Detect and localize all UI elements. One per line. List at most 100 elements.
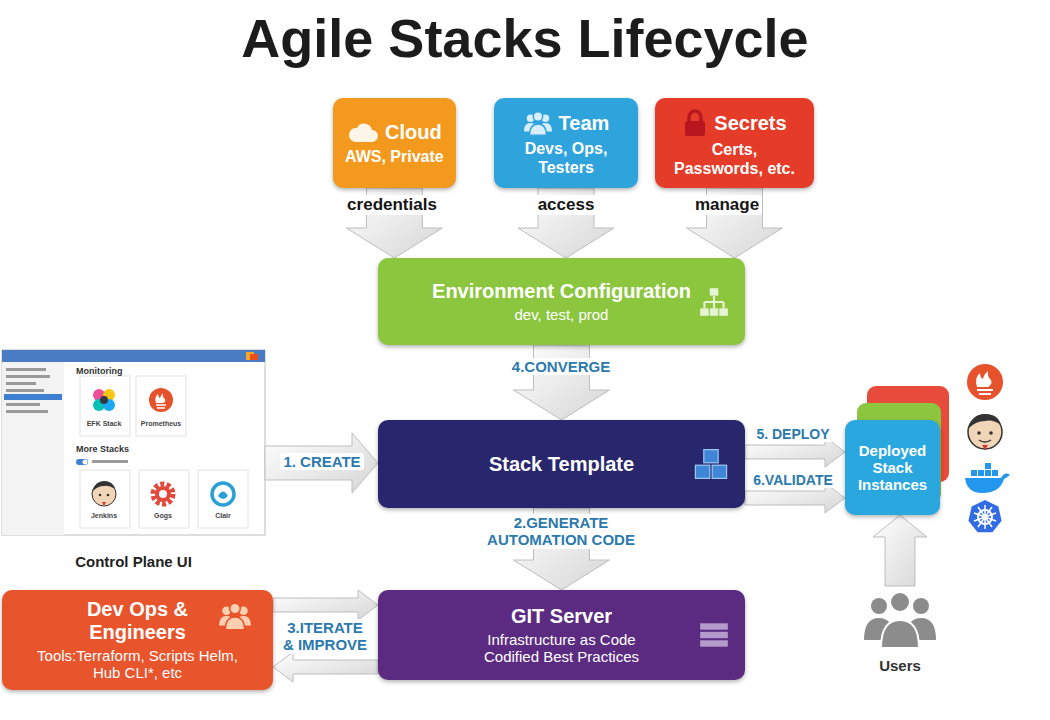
drawing-part	[979, 440, 991, 442]
node-heading: Deployed Stack Instances	[850, 442, 935, 494]
node-heading: Environment Configuration	[432, 280, 691, 303]
drawing-part	[250, 354, 258, 360]
environment-box: Environment Configurationdev, test, prod	[378, 258, 745, 345]
users-actor: Users	[855, 586, 945, 674]
drawing-part	[4, 394, 62, 400]
node-heading: GIT Server	[511, 605, 612, 628]
drawing-part	[136, 376, 186, 436]
drawing-part	[225, 617, 244, 630]
drawing-part	[704, 450, 718, 463]
ui-label: Jenkins	[91, 512, 117, 520]
drawing-part	[700, 623, 728, 629]
drawing-part	[969, 414, 1001, 428]
hierarchy-icon	[697, 285, 731, 319]
drawing-part	[890, 592, 910, 612]
drawing-part	[982, 445, 988, 450]
tool-icons	[965, 364, 1010, 532]
drawing-part	[230, 603, 241, 614]
drawing-part	[212, 483, 234, 505]
drawing-part	[712, 465, 726, 478]
drawing-part	[139, 470, 189, 528]
drawing-part	[159, 490, 167, 498]
block-arrow	[273, 652, 378, 682]
ui-label: EFK Stack	[87, 420, 122, 428]
drawing-part	[689, 111, 701, 122]
drawing-part	[968, 415, 1002, 449]
drawing-part	[881, 620, 919, 648]
server-icon	[697, 618, 731, 652]
drawing-part	[156, 405, 166, 408]
ui-label: Monitoring	[76, 366, 123, 376]
drawing-part	[710, 288, 719, 295]
node-body: Devs, Ops, Testers	[509, 140, 624, 177]
drawing-part	[974, 505, 996, 529]
drawing-part	[529, 124, 546, 135]
heading-row: Cloud	[347, 119, 442, 145]
drawing-part	[977, 431, 981, 435]
secrets-box: SecretsCerts, Passwords, etc.	[655, 98, 814, 188]
node-heading: Dev Ops & Engineers	[75, 598, 200, 644]
cloud-icon	[347, 119, 379, 145]
drawing-part	[913, 598, 929, 614]
team-box: TeamDevs, Ops, Testers	[494, 98, 638, 188]
cubes-icon	[691, 446, 731, 482]
drawing-part	[6, 368, 46, 371]
drawing-part	[153, 484, 173, 504]
block-arrow	[873, 515, 927, 586]
drawing-part	[80, 470, 130, 528]
title: Agile Stacks Lifecycle	[0, 6, 1050, 71]
node-heading: Control Plane UI	[0, 553, 295, 570]
devops-box: Dev Ops & EngineersTools:Terraform, Scri…	[2, 590, 273, 690]
ui-label: Prometheus	[141, 420, 181, 428]
node-body: Tools:Terraform, Scripts Helm, Hub CLI*,…	[33, 647, 243, 682]
drawing-part	[695, 450, 726, 479]
ui-label: More Stacks	[76, 444, 129, 454]
node-body: Infrastructure as Code Codified Best Pra…	[467, 631, 657, 666]
drawing-part	[149, 388, 173, 412]
drawing-part	[155, 486, 171, 502]
step-label: credentials	[344, 195, 440, 215]
cloud-box: CloudAWS, Private	[333, 98, 456, 188]
team-icon	[523, 109, 553, 137]
drawing-part	[700, 623, 728, 646]
drawing-part	[80, 376, 130, 436]
step-label: 2.GENERATE AUTOMATION CODE	[473, 514, 649, 549]
deployed-instances-box: Deployed Stack Instances	[845, 420, 940, 515]
heading-row: Team	[523, 109, 610, 137]
drawing-part	[985, 470, 991, 476]
drawing-part	[700, 640, 728, 646]
drawing-part	[219, 603, 251, 630]
docker-logo	[965, 463, 1010, 493]
drawing-part	[989, 431, 993, 435]
drawing-part	[102, 502, 106, 506]
drawing-part	[6, 410, 48, 413]
drawing-part	[155, 393, 165, 403]
drawing-part	[967, 364, 1003, 400]
drawing-part	[6, 375, 50, 378]
drawing-part	[2, 362, 64, 535]
drawing-part	[965, 474, 1010, 493]
step-label: 1. CREATE	[280, 453, 363, 470]
drawing-part	[968, 414, 1002, 450]
block-arrow	[687, 188, 783, 258]
drawing-part	[978, 470, 984, 476]
stack-template-box: Stack Template	[378, 420, 745, 508]
drawing-part	[198, 470, 248, 528]
drawing-part	[6, 403, 40, 406]
control-plane-ui: Control Plane UI	[2, 350, 265, 535]
node-heading: Team	[559, 112, 610, 135]
drawing-part	[533, 112, 542, 121]
drawing-part	[971, 470, 977, 476]
prometheus-logo	[149, 388, 173, 412]
drawing-part	[704, 295, 723, 308]
drawing-part	[100, 396, 108, 404]
jenkins-logo	[92, 481, 116, 506]
drawing-part	[700, 308, 709, 315]
drawing-part	[992, 470, 998, 476]
step-label: 5. DEPLOY	[753, 426, 832, 442]
people-icon	[217, 600, 253, 632]
drawing-part	[977, 390, 993, 394]
drawing-part	[6, 382, 36, 385]
node-heading: Cloud	[385, 121, 442, 144]
drawing-part	[93, 481, 115, 491]
